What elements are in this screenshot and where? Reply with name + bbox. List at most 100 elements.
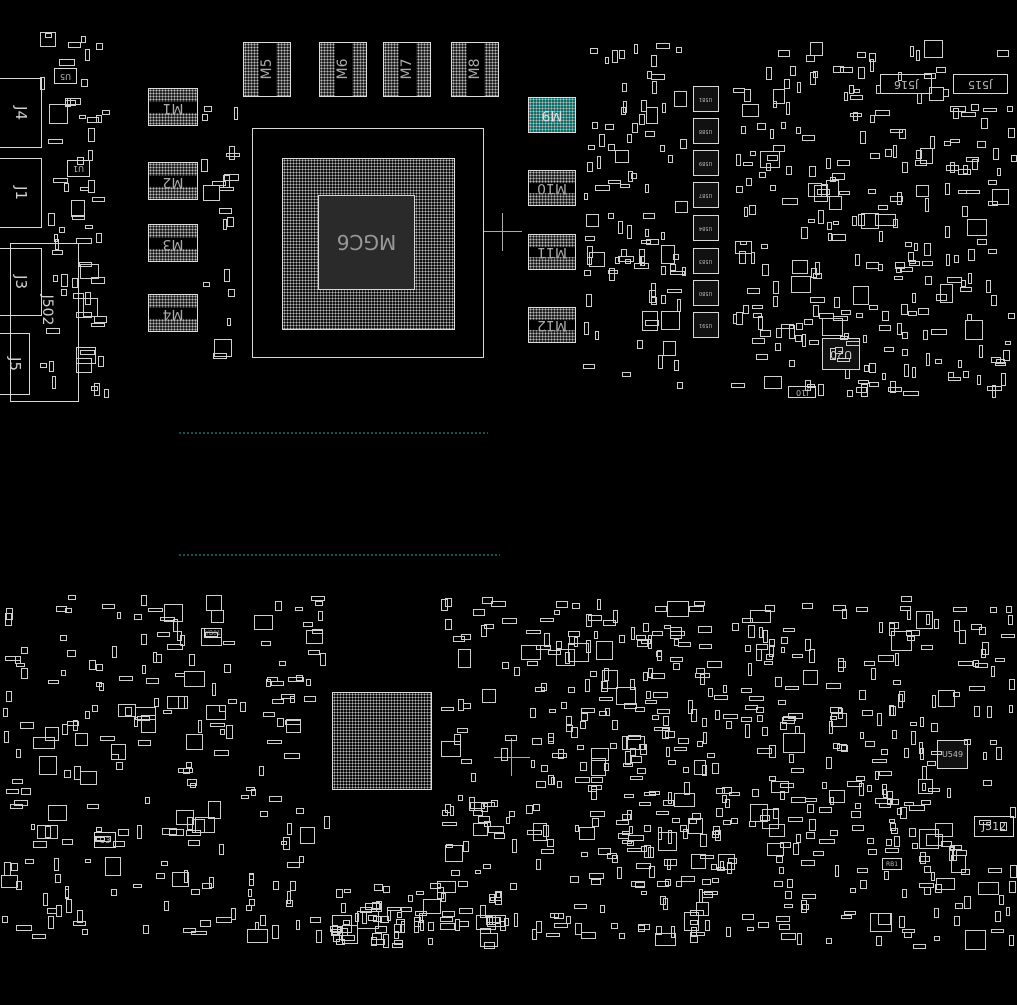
test-point-row [178, 432, 488, 434]
memory-m8[interactable]: M8 [451, 42, 499, 97]
memory-m2[interactable]: M2 [148, 162, 198, 200]
smd-pad [216, 917, 232, 924]
connector-j512[interactable]: J512 [974, 816, 1014, 837]
smd-pad [901, 331, 909, 340]
smd-pad [732, 313, 737, 324]
smd-pad [924, 887, 932, 896]
vrm-chip[interactable]: U584 [693, 215, 719, 241]
smd-pad [750, 609, 771, 624]
smd-pad [53, 274, 58, 282]
vrm-chip[interactable]: U583 [693, 248, 719, 274]
chip-u5[interactable]: U5 [54, 68, 77, 84]
smd-pad [31, 934, 47, 939]
smd-pad [991, 928, 1004, 933]
memory-m9-highlighted[interactable]: M9 [528, 97, 576, 133]
memory-m11[interactable]: M11 [528, 234, 576, 270]
smd-pad [789, 66, 797, 77]
smd-pad [788, 360, 796, 367]
smd-pad [876, 84, 881, 95]
memory-m3[interactable]: M3 [148, 224, 198, 262]
smd-pad [585, 614, 592, 628]
smd-pad [774, 343, 782, 352]
smd-pad [756, 354, 769, 361]
smd-pad [827, 232, 833, 241]
gpu-outline[interactable] [252, 128, 484, 358]
smd-pad [14, 656, 21, 665]
connector-j515[interactable]: J515 [953, 74, 1008, 94]
memory-m1[interactable]: M1 [148, 88, 198, 126]
connector-j516[interactable]: J516 [880, 74, 932, 94]
chip-u3[interactable]: U3 [94, 832, 116, 848]
vrm-chip[interactable]: U587 [693, 182, 719, 208]
smd-pad [663, 624, 671, 630]
smd-pad [1009, 881, 1016, 893]
smd-pad [367, 914, 377, 922]
smd-pad [758, 171, 767, 178]
smd-pad [927, 788, 941, 793]
smd-pad [739, 250, 746, 264]
smd-pad [830, 347, 836, 360]
smd-pad [647, 847, 655, 858]
smd-pad [657, 881, 669, 887]
connector-j10[interactable]: J10 [788, 386, 816, 398]
smd-pad [227, 318, 232, 326]
vrm-chip[interactable]: U588 [693, 118, 719, 144]
smd-pad [534, 686, 546, 693]
vrm-chip[interactable]: U589 [693, 150, 719, 176]
smd-pad [691, 813, 701, 820]
smd-pad [164, 604, 183, 622]
chip-rb1[interactable]: RB1 [882, 858, 902, 870]
smd-pad [55, 873, 62, 884]
smd-pad [343, 888, 352, 894]
chip-u20[interactable]: U20 [822, 338, 860, 370]
smd-pad [79, 349, 96, 356]
smd-pad [731, 817, 739, 825]
smd-pad [288, 676, 305, 682]
smd-pad [959, 630, 966, 645]
smd-pad [781, 122, 786, 130]
smd-pad [547, 775, 555, 785]
smd-pad [920, 747, 925, 760]
smd-pad [862, 709, 874, 716]
smd-pad [533, 823, 548, 841]
smd-pad [81, 35, 86, 43]
smd-pad [920, 148, 933, 164]
chip-u549[interactable]: U549 [937, 740, 968, 769]
connector-j3[interactable]: J3 [0, 248, 42, 316]
vrm-chip[interactable]: U591 [693, 312, 719, 338]
smd-pad [842, 608, 848, 619]
smd-pad [890, 799, 899, 805]
connector-j5[interactable]: J5 [0, 333, 30, 395]
memory-m5[interactable]: M5 [243, 42, 291, 97]
memory-m7[interactable]: M7 [383, 42, 431, 97]
bottom-ball-grid [332, 692, 432, 790]
smd-pad [156, 631, 171, 638]
smd-pad [765, 604, 776, 612]
memory-m10[interactable]: M10 [528, 170, 576, 206]
smd-pad [82, 928, 88, 936]
vrm-chip[interactable]: U581 [693, 86, 719, 112]
smd-pad [874, 797, 891, 804]
connector-j1[interactable]: J1 [0, 158, 42, 228]
smd-pad [667, 600, 690, 618]
smd-pad [967, 219, 987, 236]
smd-pad [663, 341, 677, 356]
smd-pad [804, 639, 812, 652]
connector-j4[interactable]: J4 [0, 78, 42, 148]
memory-label: M12 [529, 317, 575, 333]
vrm-chip[interactable]: U580 [693, 280, 719, 306]
memory-m6[interactable]: M6 [319, 42, 367, 97]
smd-pad [1005, 906, 1011, 917]
smd-pad [872, 759, 887, 764]
smd-pad [773, 100, 778, 108]
memory-m12[interactable]: M12 [528, 307, 576, 343]
smd-pad [201, 158, 208, 172]
memory-m4[interactable]: M4 [148, 294, 198, 332]
smd-pad [171, 871, 189, 888]
gpu-die[interactable] [318, 195, 415, 290]
smd-pad [638, 923, 650, 931]
smd-pad [661, 245, 675, 264]
connector-j502[interactable] [10, 243, 79, 402]
smd-pad [309, 917, 322, 924]
